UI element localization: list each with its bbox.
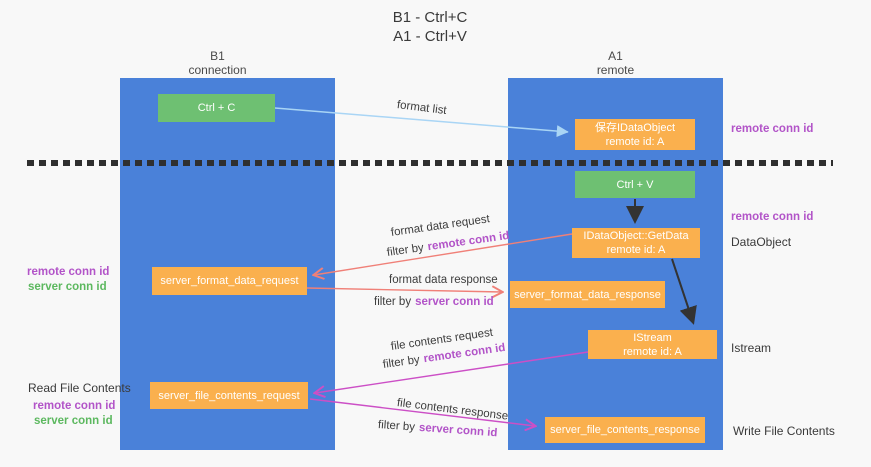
lifeline-right-name: A1 — [608, 49, 623, 63]
node-save-idataobject-line1: 保存IDataObject — [594, 121, 676, 134]
node-getdata-line2: remote id: A — [606, 244, 666, 256]
lifeline-left-name: B1 — [210, 49, 225, 63]
lifeline-right-role: remote — [596, 63, 635, 77]
filter-by-text: filter by — [377, 419, 416, 434]
label-read-file-contents: Read File Contents — [28, 381, 131, 395]
server-conn-id-text: server conn id — [415, 296, 494, 308]
server-conn-id-text: server conn id — [418, 421, 498, 440]
node-ctrl-v: Ctrl + V — [575, 171, 695, 198]
diagram-title: B1 - Ctrl+C A1 - Ctrl+V — [0, 8, 860, 46]
label-remote-conn-id-right-mid: remote conn id — [731, 211, 814, 223]
label-format-data-response: format data response — [389, 274, 498, 286]
node-istream: IStream remote id: A — [588, 330, 717, 359]
label-dataobject: DataObject — [731, 235, 792, 249]
filter-by-text: filter by — [382, 353, 421, 371]
label-remote-conn-id-left-2: remote conn id — [33, 400, 116, 412]
filter-by-text: filter by — [374, 296, 412, 308]
label-remote-conn-id-right-top: remote conn id — [731, 123, 814, 135]
node-server-format-data-response: server_format_data_response — [510, 281, 665, 308]
arrow-format-data-response — [306, 288, 502, 292]
separator-dashed-line — [27, 160, 833, 166]
node-save-idataobject-line2: remote id: A — [605, 135, 665, 148]
node-server-format-data-request: server_format_data_request — [152, 267, 307, 295]
label-istream-right: Istream — [731, 341, 772, 355]
node-ctrl-c: Ctrl + C — [158, 94, 275, 122]
node-server-file-contents-response: server_file_contents_response — [545, 417, 705, 443]
node-idataobject-getdata: IDataObject::GetData remote id: A — [572, 228, 700, 258]
node-server-file-contents-request: server_file_contents_request — [150, 382, 308, 409]
label-write-file-contents: Write File Contents — [733, 424, 835, 438]
node-istream-line1: IStream — [633, 331, 672, 344]
column-header-a1: A1 remote — [508, 49, 723, 77]
node-getdata-line1: IDataObject::GetData — [583, 230, 689, 242]
label-format-list: format list — [396, 99, 448, 118]
column-header-b1: B1 connection — [110, 49, 325, 77]
title-line-1: B1 - Ctrl+C — [392, 9, 468, 26]
node-istream-line2: remote id: A — [623, 345, 682, 358]
filter-by-text: filter by — [386, 241, 425, 259]
label-remote-conn-id-left-1: remote conn id — [27, 266, 110, 278]
label-server-conn-id-left-1: server conn id — [28, 281, 107, 293]
lifeline-left-role: connection — [188, 63, 247, 77]
label-server-conn-id-left-2: server conn id — [34, 415, 113, 427]
title-line-2: A1 - Ctrl+V — [393, 28, 467, 45]
node-save-idataobject: 保存IDataObject remote id: A — [575, 119, 695, 150]
label-file-contents-response: file contents response — [396, 397, 509, 423]
remote-conn-id-text: remote conn id — [426, 229, 511, 254]
